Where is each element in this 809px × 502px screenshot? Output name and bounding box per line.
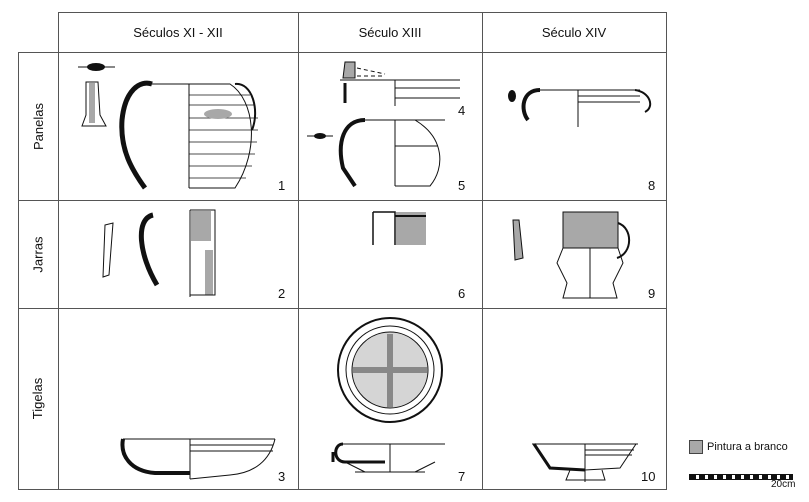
grid-col0 (58, 12, 59, 490)
grid-col2 (482, 12, 483, 490)
column-header: Século XIII (358, 24, 422, 40)
legend: Pintura a branco (689, 440, 788, 454)
row-label-text: Jarras (30, 235, 46, 273)
row-label: Panelas (18, 52, 58, 200)
grid-left (18, 52, 19, 490)
row-label-text: Tigelas (30, 377, 46, 420)
item-number: 7 (458, 469, 466, 484)
row-label: Jarras (18, 200, 58, 308)
item-number: 9 (648, 286, 656, 301)
grid-bottom (18, 489, 667, 490)
bowl-drawing-7 (331, 317, 445, 473)
item-number: 3 (278, 469, 286, 484)
jug-drawing-6 (372, 211, 426, 245)
item-number: 1 (278, 178, 286, 193)
scale-label: 20cm (771, 479, 796, 490)
item-number: 5 (458, 178, 466, 193)
grid-right (666, 12, 667, 490)
pot-drawing-8 (508, 88, 652, 127)
jug-drawing-9 (512, 211, 631, 299)
column-header: Séculos XI - XII (133, 24, 223, 40)
bowl-drawing-3 (120, 438, 276, 480)
row-label-text: Panelas (30, 102, 46, 150)
row-label: Tigelas (18, 308, 58, 489)
item-number: 2 (278, 286, 286, 301)
item-number: 8 (648, 178, 656, 193)
grid-top (58, 12, 667, 13)
item-number: 4 (458, 103, 466, 118)
grid-row2-bottom (18, 308, 667, 309)
scale-bar (689, 474, 793, 480)
jug-drawing-2 (102, 209, 216, 297)
grid-row1-bottom (18, 200, 667, 201)
legend-swatch (689, 440, 703, 454)
column-header: Século XIV (541, 24, 607, 40)
item-number: 10 (641, 469, 656, 484)
pot-drawing-4-5 (307, 61, 460, 188)
legend-label: Pintura a branco (707, 441, 788, 453)
grid-col1 (298, 12, 299, 490)
bowl-drawing-10 (532, 443, 638, 482)
item-number: 6 (458, 286, 466, 301)
grid-header-bottom (18, 52, 667, 53)
pot-drawing-1 (78, 63, 258, 190)
